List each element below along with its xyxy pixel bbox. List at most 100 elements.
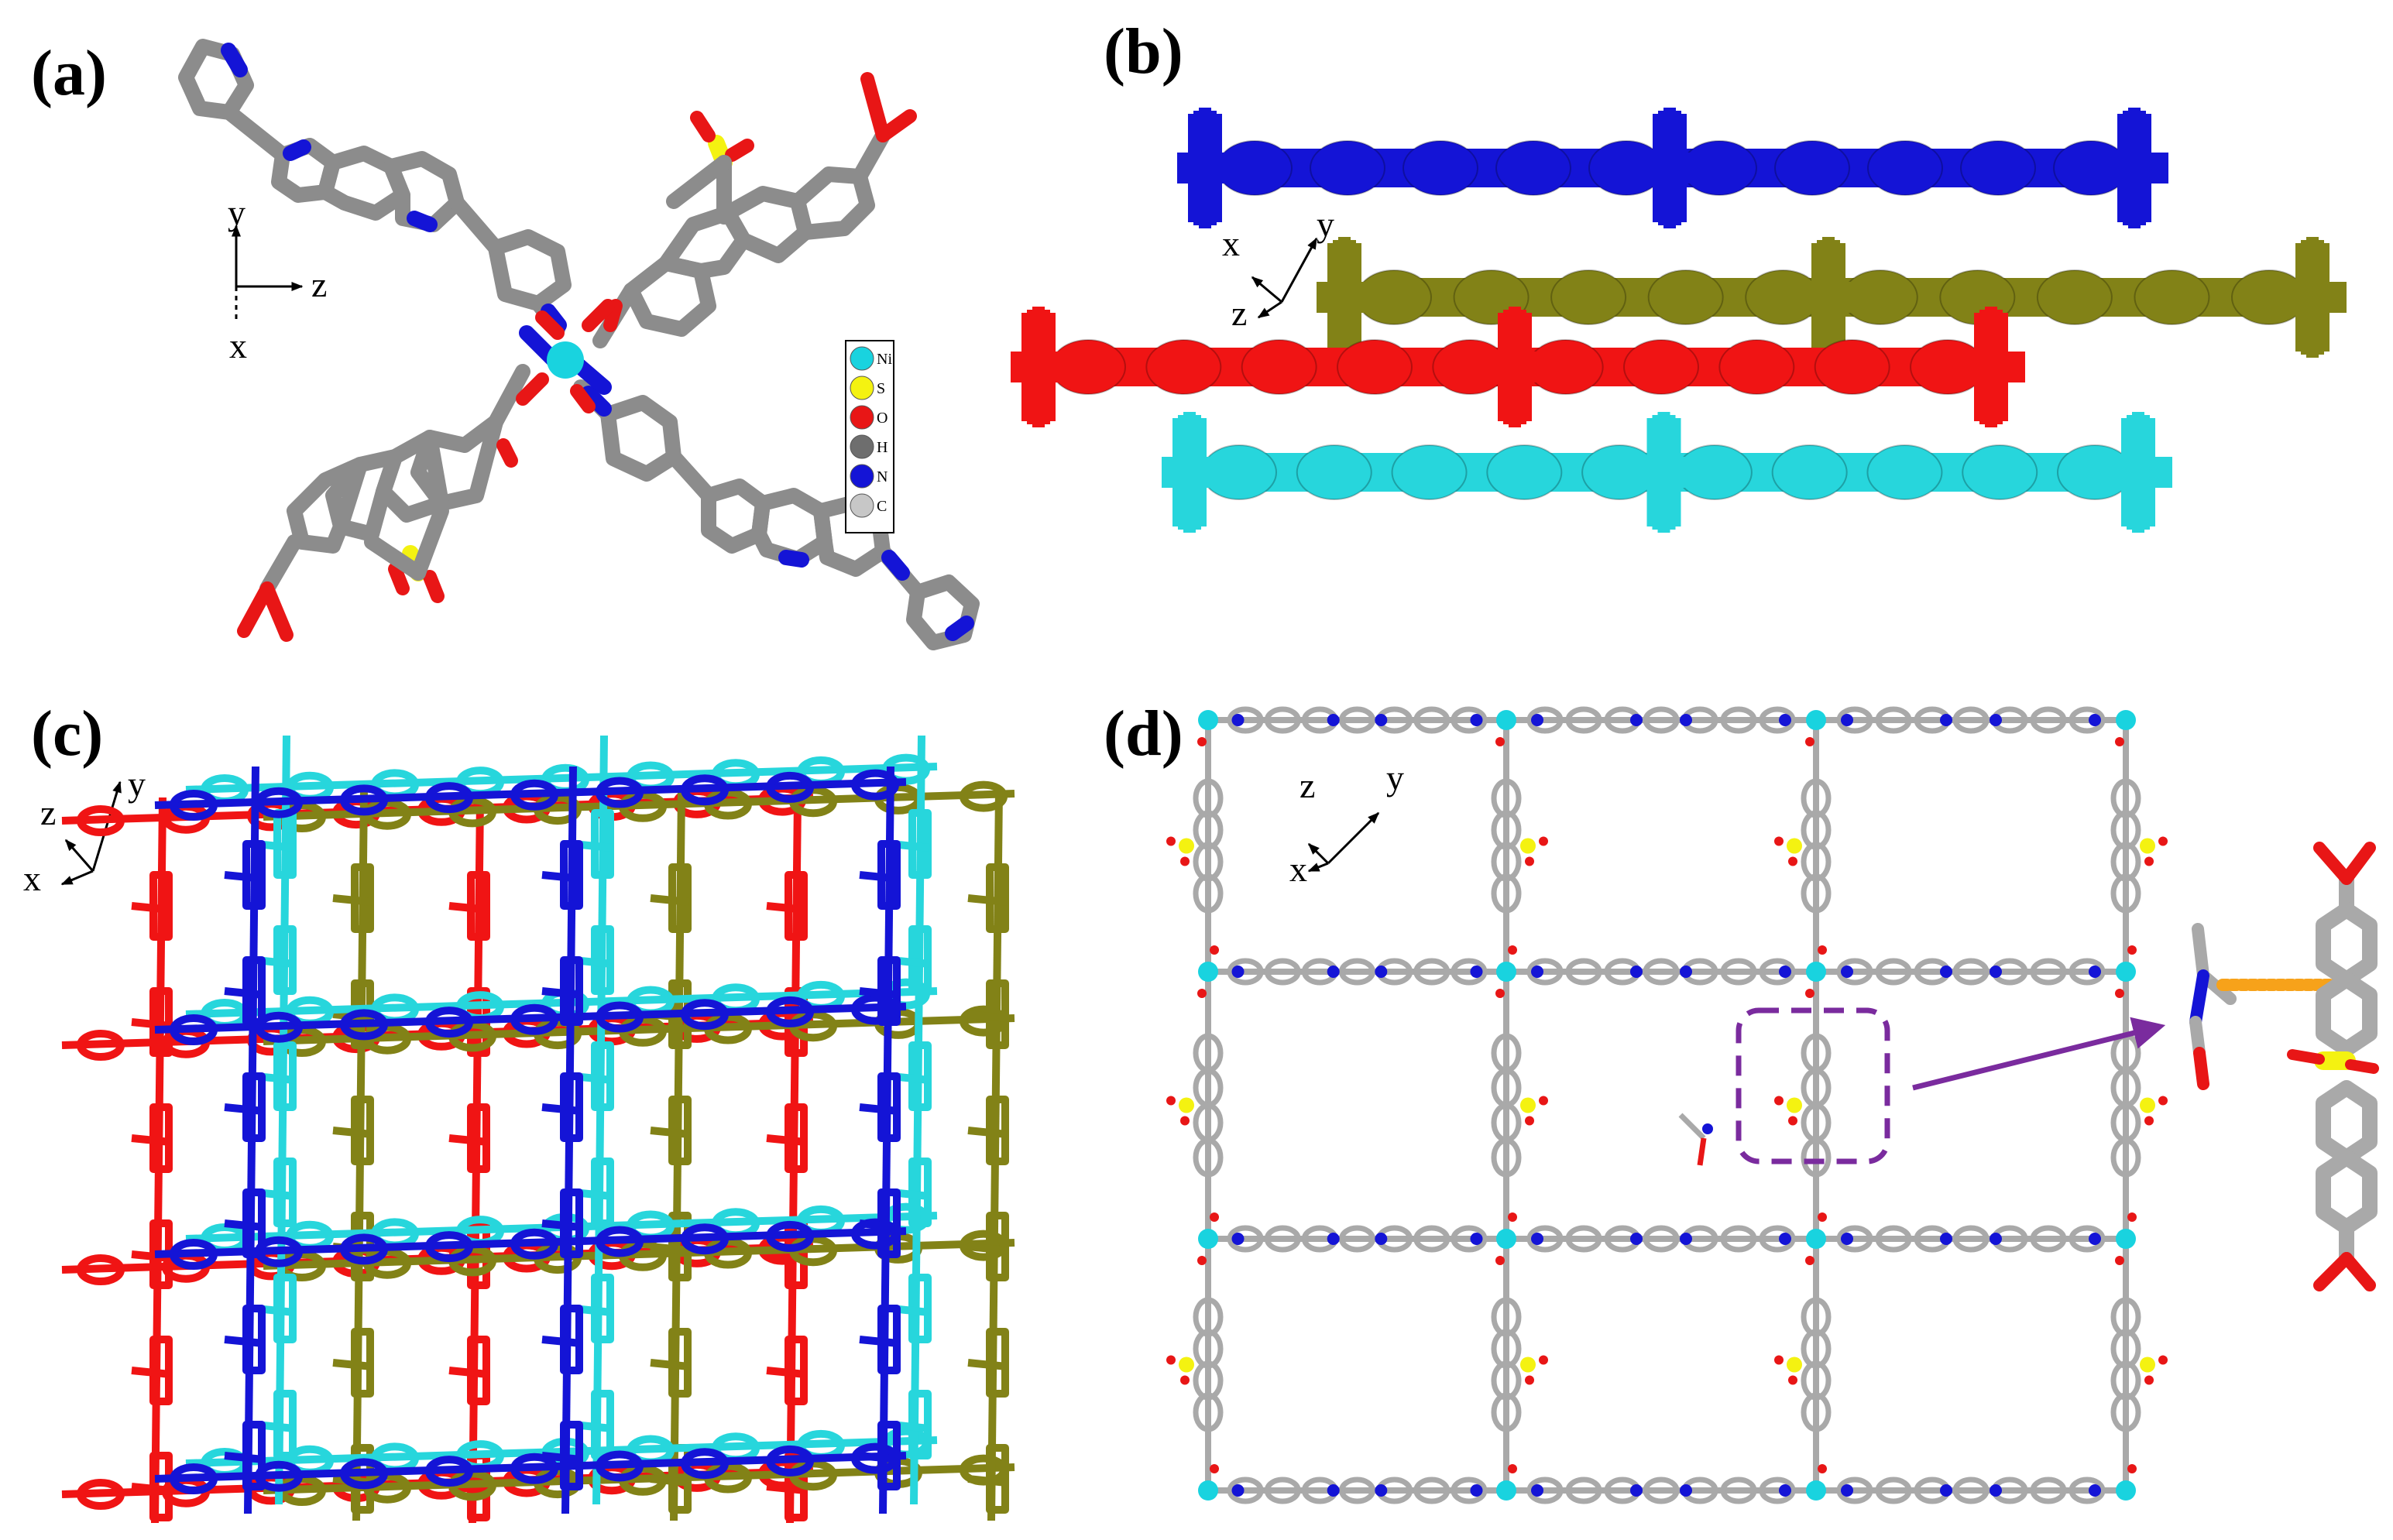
- ni-node: [1806, 962, 1826, 982]
- net-1: [61, 784, 814, 1524]
- panel-a-axis-x: x: [229, 326, 247, 365]
- legend-swatch-h: [850, 434, 874, 459]
- inset-sulfone: [2287, 1049, 2379, 1074]
- panel-d-axis-x: x: [1289, 849, 1307, 889]
- panel-a-label: (a): [31, 37, 107, 109]
- h-linker: [1816, 958, 2126, 986]
- layer-1: [1177, 108, 2168, 228]
- panel-c-label: (c): [31, 698, 103, 770]
- net-2: [263, 780, 1015, 1521]
- panel-c-axis-y: y: [128, 764, 146, 804]
- net-4: [154, 766, 907, 1514]
- h-linker: [1816, 1477, 2126, 1504]
- legend-swatch-n: [850, 464, 874, 489]
- oxygens-lower-left: [237, 438, 518, 642]
- panel-b-axis-x: x: [1222, 224, 1240, 263]
- ni-node: [1198, 710, 1218, 730]
- ni-node: [1806, 710, 1826, 730]
- legend-swatch-c: [850, 493, 874, 518]
- v-linker: [1774, 972, 1832, 1239]
- panel-d-axes: [1307, 811, 1380, 873]
- panel-c-axis-z: z: [40, 793, 56, 832]
- oxygens-upper-right: [603, 72, 917, 332]
- legend-label-ni: Ni: [877, 351, 892, 368]
- panel-a-axes: [232, 225, 304, 324]
- legend-label-c: C: [877, 498, 887, 515]
- arm-upper-right: [592, 128, 891, 348]
- v-linker: [1491, 720, 1548, 972]
- legend-swatch-o: [850, 405, 874, 430]
- ni-node: [2116, 962, 2136, 982]
- inset-carboxylates: [2313, 842, 2376, 1291]
- h-linker: [1208, 1477, 1506, 1504]
- nickel-center: [516, 299, 615, 413]
- h-linker: [1208, 706, 1506, 734]
- legend-label-s: S: [877, 380, 885, 397]
- legend-label-o: O: [877, 410, 888, 427]
- panel-b: (b) x y z: [1011, 15, 2347, 533]
- panel-c: (c) z y x: [23, 698, 1015, 1524]
- v-linker: [1166, 720, 1224, 972]
- layer-2: [1317, 237, 2347, 358]
- v-linker: [2110, 720, 2168, 972]
- panel-b-axis-y: y: [1317, 204, 1334, 244]
- h-linker: [1208, 958, 1506, 986]
- legend-label-h: H: [877, 439, 888, 456]
- v-linker: [1491, 972, 1548, 1239]
- free-guest: [1678, 1113, 1713, 1166]
- panel-d-axis-z: z: [1299, 766, 1315, 805]
- h-linker: [1506, 958, 1816, 986]
- zoom-inset: [2189, 842, 2379, 1291]
- ni-node: [1496, 1480, 1516, 1501]
- arm-lower-right-nitrogens: [581, 386, 974, 641]
- ni-node: [2116, 1480, 2136, 1501]
- h-linker: [1506, 706, 1816, 734]
- ni-node: [1198, 962, 1218, 982]
- h-linker: [1816, 1225, 2126, 1253]
- highlight-dashed-box: [1736, 1007, 1890, 1164]
- ni-node: [2116, 710, 2136, 730]
- h-linker: [1208, 1225, 1506, 1253]
- panel-c-axis-x: x: [23, 859, 41, 898]
- h-linker: [1816, 706, 2126, 734]
- ni-node: [2116, 1229, 2136, 1249]
- panel-d: (d) z y x: [1104, 698, 2379, 1504]
- v-linker: [1166, 972, 1224, 1239]
- h-linker: [1506, 1477, 1816, 1504]
- panel-a-molecule: [178, 39, 980, 650]
- v-linker: [1166, 1239, 1224, 1490]
- ni-node: [1198, 1480, 1218, 1501]
- ni-node: [1806, 1229, 1826, 1249]
- v-linker: [1774, 720, 1832, 972]
- ni-node: [1496, 710, 1516, 730]
- legend-label-n: N: [877, 468, 888, 485]
- ni-node: [1496, 962, 1516, 982]
- v-linker: [1491, 1239, 1548, 1490]
- ni-node: [1806, 1480, 1826, 1501]
- panel-c-axes: [60, 780, 122, 886]
- ni-node: [1496, 1229, 1516, 1249]
- panel-c-framework: [61, 735, 1015, 1524]
- panel-b-axis-z: z: [1231, 293, 1247, 333]
- panel-b-axes: [1251, 237, 1318, 319]
- v-linker: [2110, 972, 2168, 1239]
- panel-a-axis-y: y: [228, 193, 245, 232]
- panel-b-layers: [1011, 108, 2347, 533]
- h-linker: [1506, 1225, 1816, 1253]
- panel-d-label: (d): [1104, 698, 1183, 770]
- v-linker: [1774, 1239, 1832, 1490]
- layer-3: [1011, 307, 2025, 427]
- legend-swatch-s: [850, 376, 874, 400]
- panel-d-axis-y: y: [1386, 758, 1404, 797]
- layer-4: [1162, 412, 2172, 533]
- panel-d-framework: [1166, 706, 2168, 1504]
- v-linker: [2110, 1239, 2168, 1490]
- arm-lower-left: [259, 364, 530, 596]
- panel-a: (a) y z x: [31, 37, 980, 650]
- zoom-arrow: [1912, 1017, 2166, 1091]
- arm-lower-right: [573, 379, 980, 650]
- legend-swatch-ni: [850, 346, 874, 371]
- panel-b-label: (b): [1104, 15, 1183, 87]
